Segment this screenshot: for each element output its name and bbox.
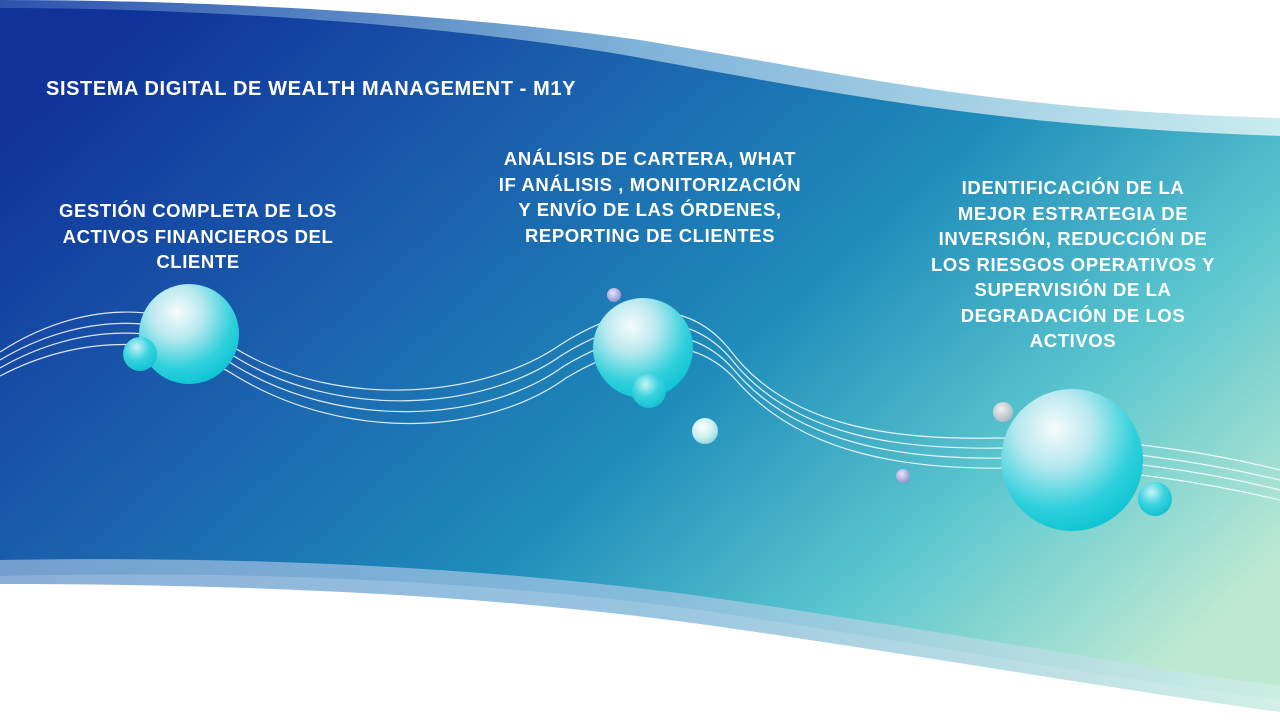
sphere-dot-lilac-2 (896, 469, 910, 483)
sphere-dot-pale (692, 418, 718, 444)
column-1-text: GESTIÓN COMPLETA DE LOS ACTIVOS FINANCIE… (59, 200, 337, 272)
sphere-small-2 (632, 374, 666, 408)
sphere-small-3 (1138, 482, 1172, 516)
slide-title: SISTEMA DIGITAL DE WEALTH MANAGEMENT - M… (46, 78, 577, 100)
bottom-wave-edge (0, 559, 1280, 712)
column-2-text: ANÁLISIS DE CARTERA, WHAT IF ANÁLISIS , … (498, 148, 802, 246)
sphere-small-1 (123, 337, 157, 371)
sphere-large-1 (139, 284, 239, 384)
sphere-dot-grey (993, 402, 1013, 422)
sphere-large-2 (593, 298, 693, 398)
top-wave-edge (0, 0, 1280, 138)
column-3-text: IDENTIFICACIÓN DE LA MEJOR ESTRATEGIA DE… (930, 177, 1216, 351)
sphere-large-3 (1001, 389, 1143, 531)
sphere-dot-lilac-1 (607, 288, 621, 302)
